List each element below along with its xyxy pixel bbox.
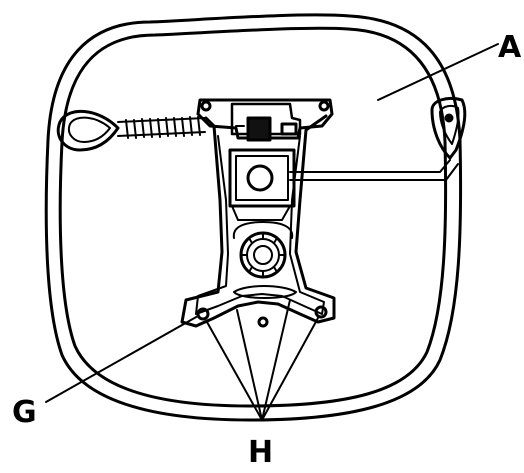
mount-hole [200, 100, 212, 112]
leader-line-h-2 [236, 309, 263, 421]
callout-label-h: H [248, 435, 274, 470]
spring-block [246, 116, 272, 142]
mount-hole-bottom-left [196, 307, 210, 321]
cylinder-lower-frame [231, 205, 291, 221]
tilt-gear-housing [232, 221, 294, 239]
lever-pivot [444, 113, 454, 123]
mechanism-body [180, 114, 336, 328]
leader-line-a [377, 43, 499, 101]
spring-coils [125, 116, 201, 139]
spring-housing [230, 102, 302, 136]
lever-handle-inner [439, 104, 460, 145]
lever-rod [289, 159, 459, 181]
seat-outer-outline [44, 13, 463, 422]
leader-line-h-1 [206, 321, 263, 421]
lever-handle [430, 96, 467, 160]
rod-clamp [280, 122, 298, 136]
mount-hole-bottom-right [314, 305, 328, 319]
leader-line-g [45, 315, 199, 403]
mechanism-body-inner [195, 135, 325, 315]
cylinder-hole [246, 164, 274, 192]
mount-hole [318, 100, 330, 112]
tension-knob [56, 109, 120, 152]
cylinder-box-inner [235, 155, 289, 201]
tilt-gear-teeth [240, 232, 286, 278]
tension-knob-inner [68, 116, 111, 143]
leader-line-h-4 [261, 317, 319, 421]
mount-hole-bottom-center [257, 316, 269, 328]
lower-slot [233, 285, 297, 299]
seat-inner-outline [58, 26, 448, 408]
callout-label-g: G [12, 395, 37, 430]
leader-line-h-3 [261, 299, 291, 421]
cylinder-box [228, 148, 296, 208]
top-mount-plate [196, 98, 334, 140]
callout-label-a: A [498, 30, 522, 65]
tilt-gear-hub [253, 245, 273, 265]
